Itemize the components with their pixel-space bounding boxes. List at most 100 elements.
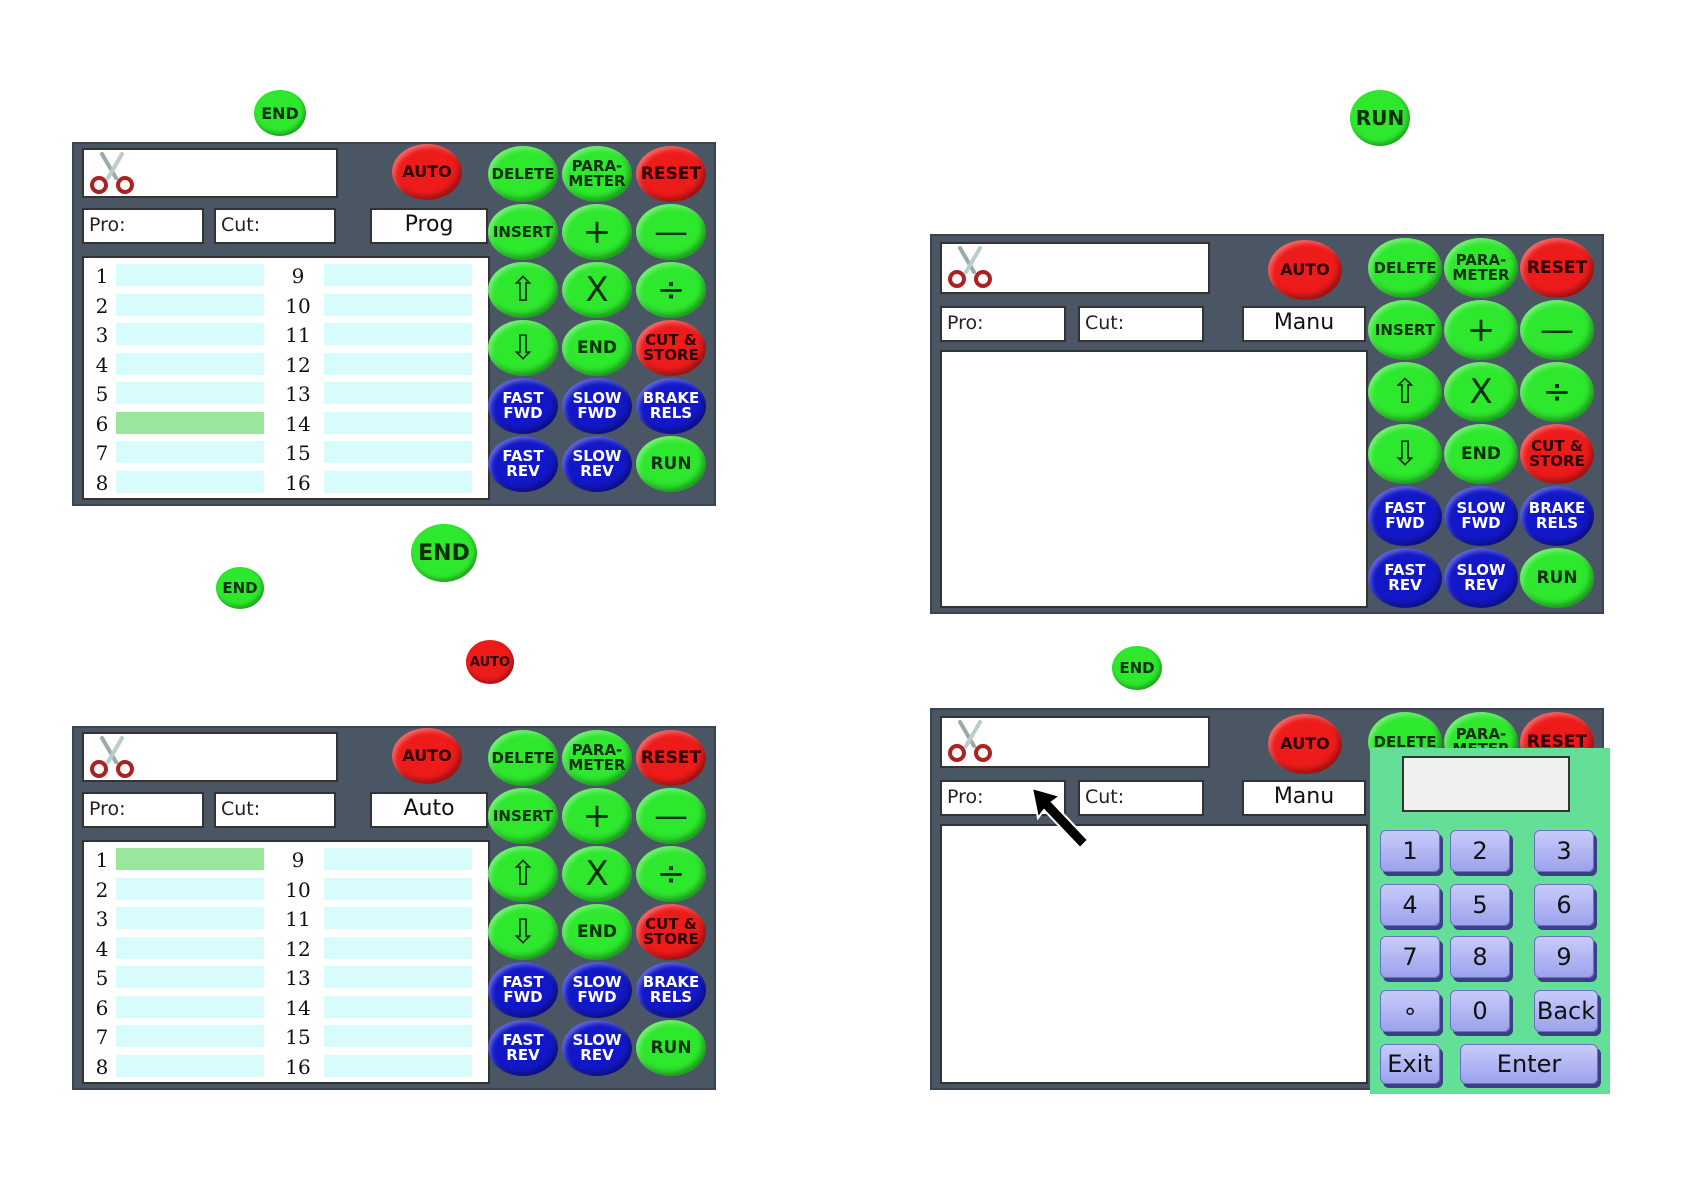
delete-button[interactable]: DELETE: [1368, 238, 1442, 298]
program-row-cell[interactable]: [116, 936, 264, 959]
reset-button[interactable]: RESET: [636, 146, 706, 202]
delete-button[interactable]: DELETE: [488, 146, 558, 202]
program-row-cell[interactable]: [116, 293, 264, 316]
program-row-cell[interactable]: [324, 323, 472, 345]
multiply-button[interactable]: X: [562, 262, 632, 318]
program-row-cell[interactable]: [324, 848, 472, 870]
keypad-key-dot[interactable]: ∘: [1380, 990, 1440, 1032]
keypad-key-1[interactable]: 1: [1380, 830, 1440, 872]
end-button[interactable]: END: [411, 524, 477, 582]
program-row-cell[interactable]: [324, 1054, 472, 1077]
program-row-cell[interactable]: [116, 352, 264, 375]
keypad-key-7[interactable]: 7: [1380, 936, 1440, 978]
keypad-key-3[interactable]: 3: [1534, 830, 1594, 872]
insert-button[interactable]: INSERT: [488, 204, 558, 260]
cut-field[interactable]: Cut:: [214, 208, 336, 244]
parameter-button[interactable]: PARA-METER: [562, 146, 632, 202]
divide-button[interactable]: ÷: [636, 846, 706, 902]
run-button[interactable]: RUN: [636, 1020, 706, 1076]
auto-button[interactable]: AUTO: [392, 728, 462, 784]
keypad-exit-button[interactable]: Exit: [1380, 1044, 1440, 1084]
program-row-cell[interactable]: [324, 441, 472, 463]
down-arrow-button[interactable]: ⇩: [488, 904, 558, 960]
program-row-cell[interactable]: [116, 441, 264, 463]
pro-field[interactable]: Pro:: [82, 792, 204, 828]
cut-field[interactable]: Cut:: [1078, 780, 1204, 816]
insert-button[interactable]: INSERT: [488, 788, 558, 844]
keypad-key-4[interactable]: 4: [1380, 884, 1440, 926]
program-row-cell[interactable]: [324, 1025, 472, 1047]
keypad-key-back[interactable]: Back: [1534, 990, 1598, 1032]
plus-button[interactable]: +: [562, 788, 632, 844]
keypad-enter-button[interactable]: Enter: [1460, 1044, 1598, 1084]
program-row-cell[interactable]: [116, 1054, 264, 1077]
cut-store-button[interactable]: CUT &STORE: [1520, 424, 1594, 484]
program-row-cell[interactable]: [116, 382, 264, 404]
keypad-key-8[interactable]: 8: [1450, 936, 1510, 978]
auto-button[interactable]: AUTO: [466, 640, 514, 684]
run-button[interactable]: RUN: [1520, 548, 1594, 608]
reset-button[interactable]: RESET: [1520, 238, 1594, 298]
keypad-key-6[interactable]: 6: [1534, 884, 1594, 926]
keypad-key-2[interactable]: 2: [1450, 830, 1510, 872]
divide-button[interactable]: ÷: [636, 262, 706, 318]
auto-button[interactable]: AUTO: [1268, 240, 1342, 300]
parameter-button[interactable]: PARA-METER: [562, 730, 632, 786]
multiply-button[interactable]: X: [1444, 362, 1518, 422]
cut-store-button[interactable]: CUT &STORE: [636, 904, 706, 960]
program-row-cell[interactable]: [116, 470, 264, 493]
auto-button[interactable]: AUTO: [1268, 714, 1342, 774]
program-row-cell[interactable]: [324, 877, 472, 900]
program-row-cell[interactable]: [116, 907, 264, 929]
down-arrow-button[interactable]: ⇩: [488, 320, 558, 376]
program-row-cell[interactable]: [324, 936, 472, 959]
keypad-key-9[interactable]: 9: [1534, 936, 1594, 978]
end-button[interactable]: END: [1112, 646, 1162, 690]
program-row-cell[interactable]: [324, 411, 472, 434]
plus-button[interactable]: +: [562, 204, 632, 260]
program-row-cell[interactable]: [324, 995, 472, 1018]
parameter-button[interactable]: PARA-METER: [1444, 238, 1518, 298]
insert-button[interactable]: INSERT: [1368, 300, 1442, 360]
program-row-cell[interactable]: [324, 293, 472, 316]
program-row-cell[interactable]: [324, 382, 472, 404]
program-row-cell[interactable]: [116, 264, 264, 286]
program-row-cell[interactable]: [116, 411, 264, 434]
minus-button[interactable]: —: [636, 204, 706, 260]
plus-button[interactable]: +: [1444, 300, 1518, 360]
pro-field[interactable]: Pro:: [82, 208, 204, 244]
auto-button[interactable]: AUTO: [392, 144, 462, 200]
down-arrow-button[interactable]: ⇩: [1368, 424, 1442, 484]
multiply-button[interactable]: X: [562, 846, 632, 902]
program-row-cell[interactable]: [324, 907, 472, 929]
cut-field[interactable]: Cut:: [1078, 306, 1204, 342]
minus-button[interactable]: —: [636, 788, 706, 844]
cut-store-button[interactable]: CUT &STORE: [636, 320, 706, 376]
pro-field[interactable]: Pro:: [940, 306, 1066, 342]
reset-button[interactable]: RESET: [636, 730, 706, 786]
end-button[interactable]: END: [254, 90, 306, 136]
program-row-cell[interactable]: [324, 352, 472, 375]
keypad-key-5[interactable]: 5: [1450, 884, 1510, 926]
run-button[interactable]: RUN: [636, 436, 706, 492]
program-row-cell[interactable]: [116, 966, 264, 988]
minus-button[interactable]: —: [1520, 300, 1594, 360]
end-button[interactable]: END: [562, 320, 632, 376]
end-button[interactable]: END: [216, 567, 264, 609]
program-row-cell[interactable]: [116, 1025, 264, 1047]
program-row-cell[interactable]: [116, 995, 264, 1018]
keypad-key-0[interactable]: 0: [1450, 990, 1510, 1032]
end-button[interactable]: END: [1444, 424, 1518, 484]
program-row-cell[interactable]: [324, 966, 472, 988]
